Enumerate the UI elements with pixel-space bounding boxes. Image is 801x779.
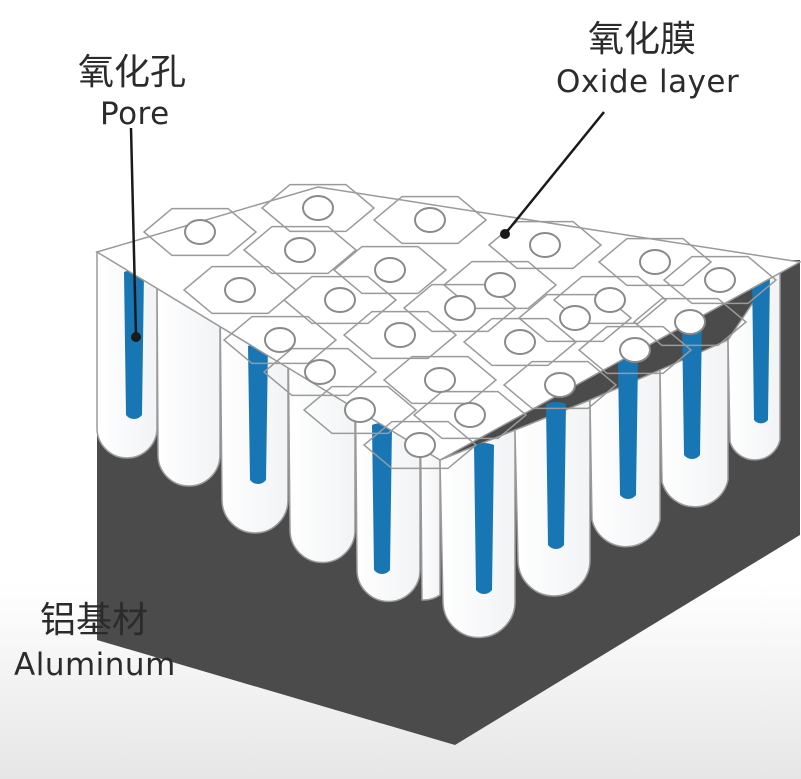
aluminum-label-zh: 铝基材 (40, 600, 149, 641)
pore-opening (529, 232, 561, 258)
pore-opening (674, 309, 706, 335)
hex-cell (487, 220, 603, 270)
hex-cell (262, 347, 378, 397)
pore-opening (264, 327, 296, 353)
pore-channel (752, 270, 770, 424)
hexagonal-cells (142, 183, 778, 470)
hex-cell (502, 360, 618, 410)
hex-cell (632, 297, 748, 347)
hex-cell (282, 275, 398, 325)
pore-leader-dot (131, 332, 141, 342)
pore-opening (619, 337, 651, 363)
pore-leader-line (129, 127, 138, 338)
hex-cell (342, 310, 458, 360)
pore-channel (618, 358, 638, 500)
pore-channel (124, 270, 144, 419)
pore-opening (324, 287, 356, 313)
oxide-layer-leader-dot (500, 229, 510, 239)
pore-channel (546, 402, 566, 549)
pore-openings (184, 195, 736, 458)
hex-cell (597, 237, 713, 287)
pore-opening (594, 287, 626, 313)
hex-cell (662, 255, 778, 305)
pore-opening (504, 329, 536, 355)
pore-opening (424, 367, 456, 393)
hex-cell (332, 245, 448, 295)
pore-opening (384, 322, 416, 348)
hex-cell (302, 385, 418, 435)
pore-opening (284, 237, 316, 263)
hex-cell (372, 195, 488, 245)
pore-opening (304, 359, 336, 385)
oxide-layer-label-en: Oxide layer (556, 64, 740, 100)
pore-label-en: Pore (100, 96, 170, 132)
pore-opening (639, 249, 671, 275)
hex-cell (412, 390, 528, 440)
oxide-layer-label-zh: 氧化膜 (588, 19, 697, 60)
hex-cell (142, 207, 258, 257)
hex-cell (462, 317, 578, 367)
hex-cell (577, 325, 693, 375)
pore-channel (248, 344, 268, 484)
pore-opening (559, 305, 591, 331)
aluminum-label-en: Aluminum (14, 647, 176, 683)
pore-opening (414, 207, 446, 233)
hex-cell (362, 420, 478, 470)
pore-opening (302, 195, 334, 221)
pore-channels (124, 270, 770, 594)
pore-opening (344, 397, 376, 423)
oxide-top-surface (95, 186, 801, 461)
pore-opening (184, 219, 216, 245)
pore-opening (704, 267, 736, 293)
pore-opening (444, 295, 476, 321)
pore-channel (682, 316, 702, 459)
oxide-layer-leader-line (504, 111, 605, 235)
hex-cell (552, 275, 668, 325)
pore-opening (404, 432, 436, 458)
pore-opening (484, 272, 516, 298)
hex-cell (260, 183, 376, 233)
hex-cell (182, 265, 298, 315)
pore-label-zh: 氧化孔 (78, 52, 187, 93)
pore-channel (474, 443, 494, 594)
pore-channel (372, 423, 392, 574)
pore-opening (454, 402, 486, 428)
oxide-column (156, 272, 221, 487)
hex-cell (242, 225, 358, 275)
pore-opening (224, 277, 256, 303)
pore-opening (374, 257, 406, 283)
pore-opening (544, 372, 576, 398)
